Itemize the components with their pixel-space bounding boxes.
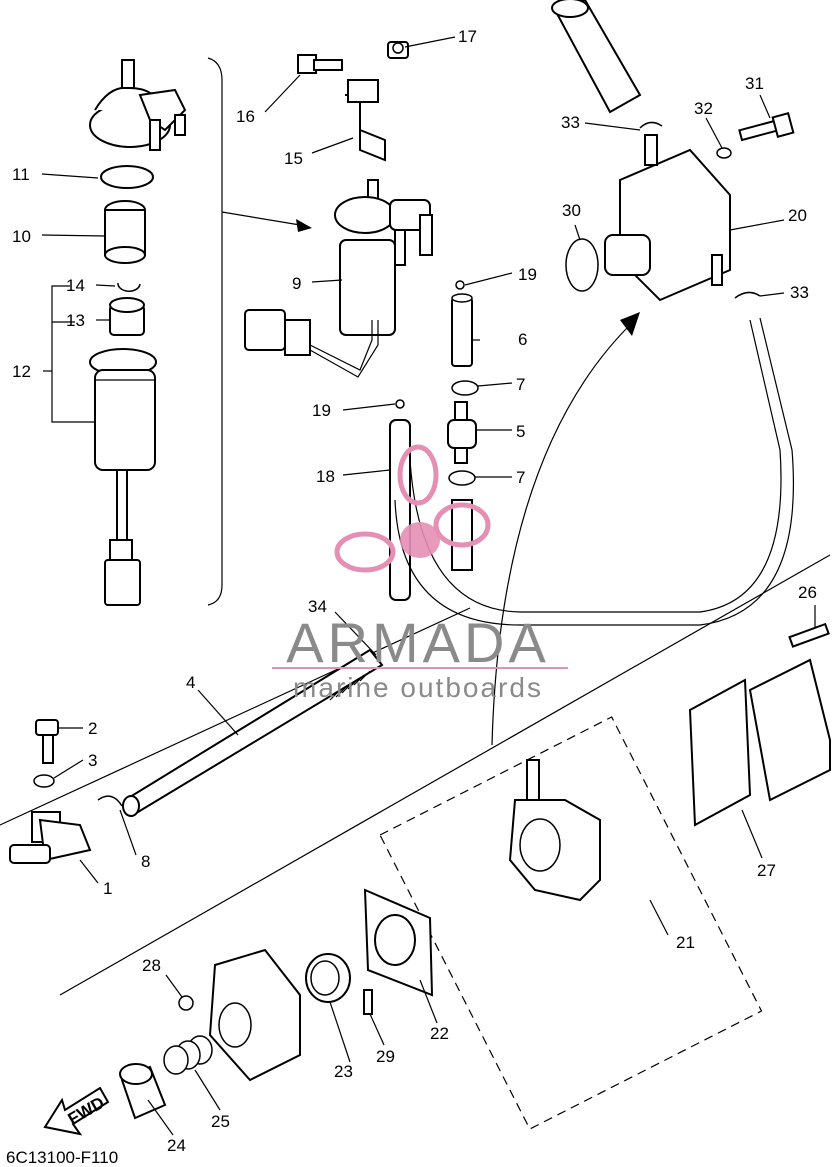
part-label-25: 25 [211, 1112, 230, 1131]
part-label-27: 27 [757, 861, 776, 880]
separator-line-upper [0, 607, 471, 826]
spring-23 [305, 953, 351, 1003]
bracket-15 [345, 79, 386, 162]
bracket-arrow-head [296, 219, 312, 232]
bracket-arrow-line [221, 211, 301, 226]
part-label-18: 18 [316, 467, 335, 486]
leader-lines [41, 36, 816, 1136]
part-label-13: 13 [66, 311, 85, 330]
hose-6 [451, 297, 473, 367]
part-label-10: 10 [12, 227, 31, 246]
part-label-32: 32 [694, 99, 713, 118]
part-label-1: 1 [103, 879, 112, 898]
tool-handle [551, 0, 642, 114]
o-ring-30 [565, 238, 599, 292]
washer-32 [716, 147, 732, 159]
clip-33a [639, 121, 663, 129]
watermark-logo-icon [334, 444, 491, 573]
pin-29 [363, 989, 373, 1015]
fitting-1 [9, 811, 92, 864]
part-labels: 11 10 14 13 12 16 15 17 9 19 6 7 5 7 19 … [12, 27, 817, 1155]
part-label-23: 23 [334, 1062, 353, 1081]
part-label-26: 26 [798, 583, 817, 602]
part-label-19b: 19 [312, 401, 331, 420]
hose-18 [389, 419, 411, 601]
part-label-12: 12 [12, 362, 31, 381]
part-label-14: 14 [66, 276, 85, 295]
part-label-5: 5 [516, 422, 525, 441]
part-label-33a: 33 [561, 113, 580, 132]
part-label-21: 21 [676, 933, 695, 952]
clamp-7a [451, 380, 479, 396]
separator-9 [334, 179, 433, 336]
part-label-17: 17 [458, 27, 477, 46]
part-label-16: 16 [236, 107, 255, 126]
nut-28 [178, 995, 194, 1011]
pump-cover [208, 948, 301, 1082]
fwd-arrow-icon: FWD [43, 1086, 110, 1136]
part-label-20: 20 [788, 206, 807, 225]
fuel-pump-20 [604, 134, 731, 302]
part-label-31: 31 [745, 74, 764, 93]
joint-5 [447, 401, 477, 464]
part-label-28: 28 [142, 956, 161, 975]
bolt-2 [35, 719, 59, 764]
clip-8 [97, 795, 123, 807]
watermark: ARMADA marine outboards [272, 444, 568, 703]
part-label-2: 2 [88, 719, 97, 738]
diagram-code: 6C13100-F110 [6, 1148, 118, 1167]
bolt-16 [297, 54, 343, 74]
watermark-brand: ARMADA [286, 611, 550, 674]
plunger-24 [119, 1063, 167, 1120]
cover-26 [748, 622, 831, 802]
part-label-33b: 33 [790, 283, 809, 302]
part-label-11: 11 [12, 165, 30, 184]
part-label-7a: 7 [516, 375, 525, 394]
separator-line-lower [59, 554, 831, 996]
spring-34 [329, 670, 371, 701]
clip-19a [455, 280, 465, 290]
gasket-27 [688, 678, 752, 827]
clamp-7b [448, 470, 476, 486]
group-bracket [207, 57, 223, 606]
tube-4 [122, 648, 384, 817]
part-label-34: 34 [308, 597, 327, 616]
part-label-15: 15 [284, 149, 303, 168]
part-label-4: 4 [186, 673, 195, 692]
o-ring-11 [100, 165, 154, 189]
part-label-8: 8 [141, 852, 150, 871]
pump-body-21 [508, 759, 601, 902]
part-12-bracket [51, 285, 100, 423]
fitting-13 [109, 297, 145, 336]
part-label-9: 9 [292, 274, 301, 293]
part-label-24: 24 [167, 1136, 186, 1155]
hose-end [451, 499, 473, 571]
part-label-22: 22 [430, 1024, 449, 1043]
filter-cup-12 [89, 348, 157, 606]
clip-14 [117, 282, 141, 292]
nut-17 [387, 41, 409, 59]
part-label-29: 29 [376, 1047, 395, 1066]
bolt-31 [738, 112, 795, 142]
connector-9 [244, 309, 379, 378]
filter-element-10 [104, 200, 146, 264]
part-label-7b: 7 [516, 468, 525, 487]
clip-19b [395, 399, 405, 409]
assembly-21-outline [379, 716, 763, 1130]
diaphragm-22 [363, 888, 434, 997]
washer-3 [33, 774, 55, 788]
filter-head [89, 59, 187, 151]
clip-33b [734, 291, 761, 299]
watermark-tagline: marine outboards [293, 672, 543, 703]
part-label-3: 3 [88, 751, 97, 770]
flow-arrow-head [620, 312, 640, 336]
spring-25 [163, 1035, 213, 1075]
part-label-30: 30 [562, 201, 581, 220]
part-label-6: 6 [518, 330, 527, 349]
part-label-19a: 19 [518, 265, 537, 284]
